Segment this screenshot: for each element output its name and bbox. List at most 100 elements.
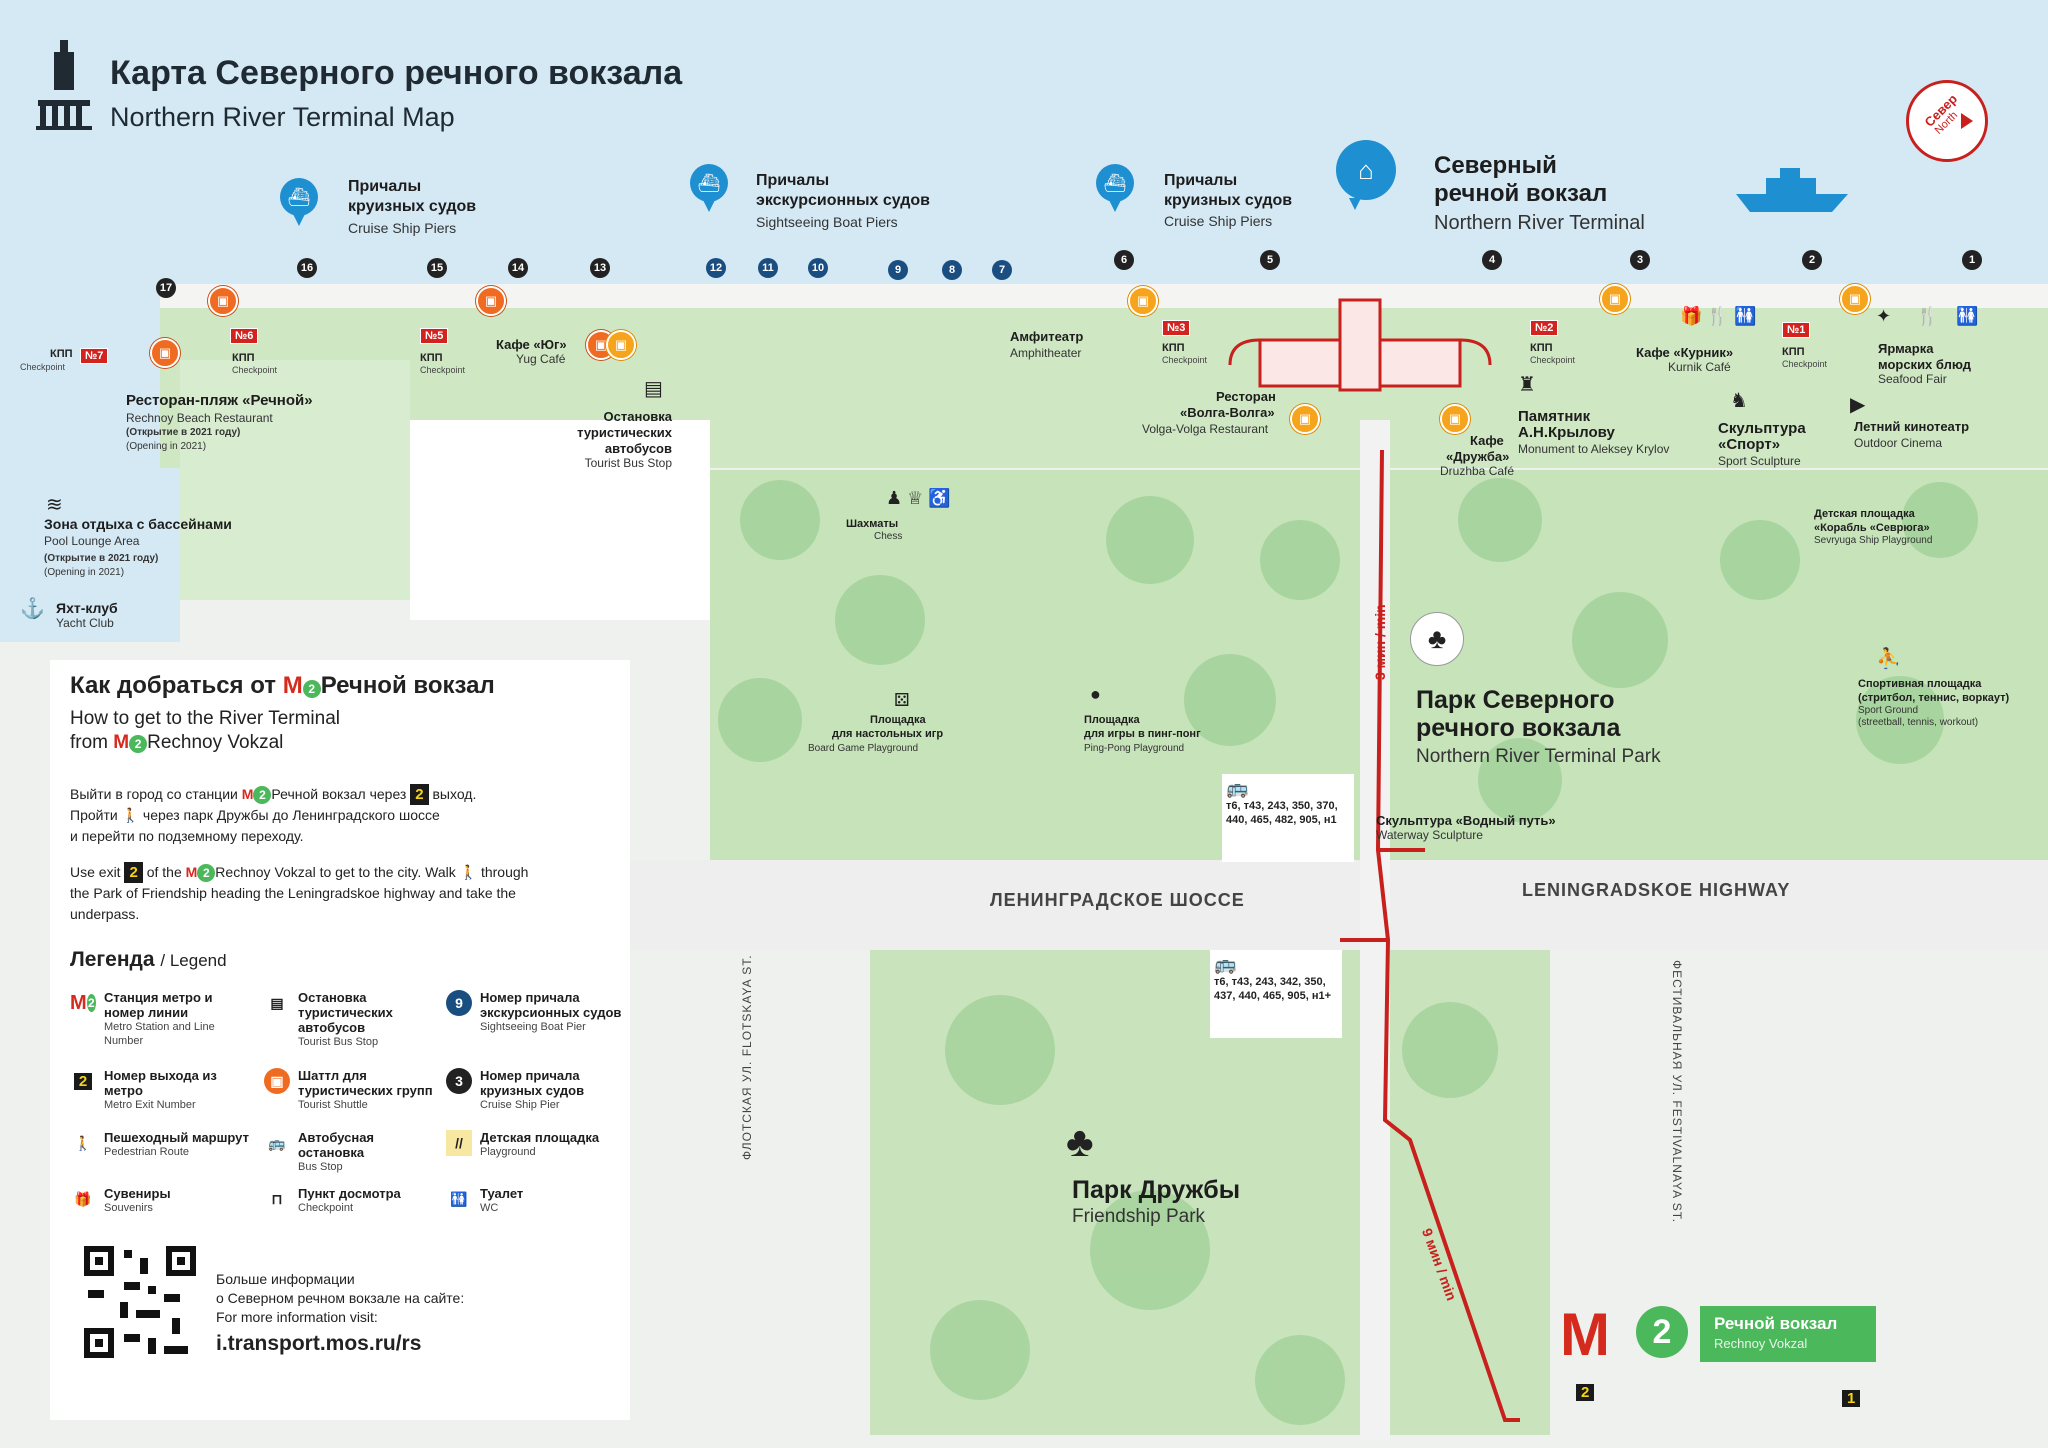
sportground-en-1: Sport Ground (1858, 705, 1919, 716)
cruise-pier-east-pin-icon[interactable]: ⛴ (1096, 164, 1134, 212)
bus-icon: ▣ (1128, 286, 1158, 316)
tree-icon: ♣ (1410, 612, 1464, 666)
terminal-pin-icon[interactable]: ⌂ (1336, 140, 1396, 210)
pool-note-ru: (Открытие в 2021 году) (44, 553, 159, 564)
pier-number-7[interactable]: 7 (992, 260, 1012, 280)
cafe-icon: 🍴 (1916, 306, 1939, 326)
checkpoint-2-en: Checkpoint (1530, 355, 1576, 365)
waterway-label: Скульптура «Водный путь» (1376, 813, 1556, 828)
checkpoint-5-label: КПП (420, 352, 443, 364)
info-text-ru-2: о Северном речном вокзале на сайте: (216, 1290, 465, 1306)
seafood-en: Seafood Fair (1878, 372, 1947, 386)
sportground-en-2: (streetball, tennis, workout) (1858, 717, 1979, 728)
bus-stop-south[interactable]: 🚌 т6, т43, 243, 342, 350, 437, 440, 465,… (1210, 950, 1342, 1038)
terminal-label-1: Северный (1434, 152, 1557, 179)
sightseeing-pier-pin-icon[interactable]: ⛴ (690, 164, 728, 212)
druzhba-label-1: Кафе (1470, 433, 1504, 448)
walk-icon: 🚶 (459, 864, 478, 880)
metro-station-box[interactable]: Речной вокзал Rechnoy Vokzal (1700, 1306, 1876, 1362)
boardgame-label-2: для настольных игр (832, 728, 944, 740)
tour-bus-label-2: туристических (577, 425, 672, 440)
pier-west-label-en: Cruise Ship Piers (348, 220, 457, 236)
north-park-label-2: речного вокзала (1416, 714, 1621, 742)
souvenir-icon: 🎁 (74, 1190, 92, 1207)
pier-number-12[interactable]: 12 (706, 258, 726, 278)
pier-mid-label-en: Sightseeing Boat Piers (756, 214, 898, 230)
pier-number-16[interactable]: 16 (297, 258, 317, 278)
friendship-park-en: Friendship Park (1072, 1206, 1206, 1227)
pier-number-4[interactable]: 4 (1482, 250, 1502, 270)
sport-sculpture-en: Sport Sculpture (1718, 454, 1801, 468)
checkpoint-2-badge: №2 (1530, 320, 1559, 336)
map-title: Карта Северного речного вокзала (110, 54, 683, 92)
metro-exit-1[interactable]: 1 (1842, 1390, 1861, 1407)
playground-icon: // (446, 1130, 472, 1156)
sevryuga-label-1: Детская площадка (1814, 508, 1915, 520)
yug-cafe-label: Кафе «Юг» (496, 337, 567, 352)
druzhba-label-2: «Дружба» (1446, 449, 1510, 464)
toilet-icon: 🚻 (450, 1190, 468, 1207)
monument-icon: ♜ (1518, 374, 1536, 396)
pier-number-8[interactable]: 8 (942, 260, 962, 280)
toilet-icon: 🚻 (1956, 306, 1979, 326)
checkpoint-6-badge: №6 (230, 328, 259, 344)
north-park-label-1: Парк Северного (1416, 686, 1615, 714)
info-text-ru-1: Больше информации (216, 1271, 355, 1287)
checkpoint-6-en: Checkpoint (232, 365, 278, 375)
howto-title-en-1: How to get to the River Terminal (70, 708, 340, 729)
exit-number-icon: 2 (70, 1068, 96, 1094)
bus-icon: ▣ (1440, 404, 1470, 434)
sculpture-icon: ♞ (1730, 390, 1748, 412)
yacht-club-en: Yacht Club (56, 616, 114, 630)
bus-stop-north[interactable]: 🚌 т6, т43, 243, 350, 370, 440, 465, 482,… (1222, 774, 1354, 862)
fish-icon: ✦ (1876, 306, 1892, 326)
checkpoint-7-badge: №7 (80, 348, 109, 364)
pier-number-15[interactable]: 15 (427, 258, 447, 278)
sport-sculpture-label-1: Скульптура (1718, 420, 1806, 437)
pier-number-10[interactable]: 10 (808, 258, 828, 278)
map-subtitle: Northern River Terminal Map (110, 102, 455, 132)
info-url-link[interactable]: i.transport.mos.ru/rs (216, 1332, 422, 1355)
metro-exit-2[interactable]: 2 (1576, 1384, 1595, 1401)
festivalnaya-street-label: ФЕСТИВАЛЬНАЯ УЛ. FESTIVALNAYA ST. (1670, 960, 1684, 1224)
pool-label: Зона отдыха с бассейнами (44, 516, 232, 532)
qr-code-icon[interactable] (84, 1246, 196, 1358)
cruise-pier-pin-icon[interactable]: ⛴ (280, 178, 318, 226)
chess-icon: ♟ ♕ ♿ (886, 488, 951, 508)
north-park-en: Northern River Terminal Park (1416, 746, 1661, 767)
pingpong-en: Ping-Pong Playground (1084, 743, 1185, 754)
pier-west-label-1: Причалы (348, 178, 422, 195)
boardgame-en: Board Game Playground (808, 743, 919, 754)
pier-number-13[interactable]: 13 (590, 258, 610, 278)
sevryuga-en: Sevryuga Ship Playground (1814, 535, 1933, 546)
metro-logo-icon: M (282, 672, 303, 699)
sport-ground-icon: ⛹ (1876, 648, 1901, 670)
ping-pong-icon: ● (1090, 684, 1101, 704)
pier-number-3[interactable]: 3 (1630, 250, 1650, 270)
pier-number-6[interactable]: 6 (1114, 250, 1134, 270)
pier-number-2[interactable]: 2 (1802, 250, 1822, 270)
cinema-label: Летний кинотеатр (1854, 419, 1970, 434)
krylov-label-2: А.Н.Крылову (1518, 424, 1615, 441)
chess-en: Chess (874, 531, 903, 542)
pier-number-1[interactable]: 1 (1962, 250, 1982, 270)
kurnik-label: Кафе «Курник» (1636, 345, 1734, 360)
pier-number-5[interactable]: 5 (1260, 250, 1280, 270)
pier-number-9[interactable]: 9 (888, 260, 908, 280)
swimming-icon: ≋ (46, 494, 63, 516)
checkpoint-2-label: КПП (1530, 342, 1553, 354)
checkpoint-7-label: КПП (50, 348, 73, 360)
pier-number-17[interactable]: 17 (156, 278, 176, 298)
souvenir-icon: 🎁 (1680, 306, 1703, 326)
rechnoy-beach-en: Rechnoy Beach Restaurant (126, 411, 273, 425)
pier-number-11[interactable]: 11 (758, 258, 778, 278)
pier-number-14[interactable]: 14 (508, 258, 528, 278)
sevryuga-label-2: «Корабль «Севрюга» (1814, 522, 1930, 534)
